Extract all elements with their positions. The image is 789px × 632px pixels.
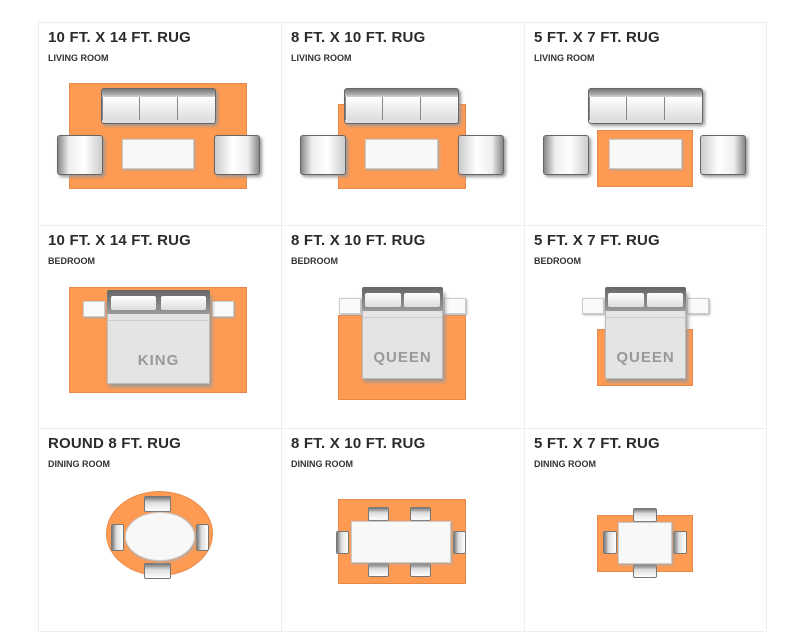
nightstand-illustration	[687, 298, 709, 314]
room-label: LIVING ROOM	[534, 53, 595, 63]
sofa-illustration	[344, 88, 459, 124]
armchair-illustration	[214, 135, 260, 175]
room-label: BEDROOM	[534, 256, 581, 266]
dining-chair-illustration	[603, 531, 617, 554]
table-illustration	[365, 139, 438, 169]
armchair-illustration	[458, 135, 504, 175]
rug-size-title: 8 FT. X 10 FT. RUG	[291, 435, 426, 452]
table-illustration	[609, 139, 682, 169]
armchair-illustration	[700, 135, 746, 175]
dining-chair-illustration	[368, 507, 389, 521]
rug-size-title: 8 FT. X 10 FT. RUG	[291, 29, 426, 46]
bed-illustration: QUEEN	[605, 287, 686, 379]
room-label: DINING ROOM	[534, 459, 596, 469]
room-label: DINING ROOM	[291, 459, 353, 469]
table-illustration	[351, 521, 451, 563]
dining-chair-illustration	[144, 563, 171, 579]
dining-chair-illustration	[144, 496, 171, 512]
rug-size-title: 5 FT. X 7 FT. RUG	[534, 29, 660, 46]
room-label: LIVING ROOM	[48, 53, 109, 63]
dining-chair-illustration	[673, 531, 687, 554]
armchair-illustration	[57, 135, 103, 175]
sofa-illustration	[101, 88, 216, 124]
room-label: LIVING ROOM	[291, 53, 352, 63]
rug-size-title: 10 FT. X 14 FT. RUG	[48, 232, 192, 249]
dining-chair-illustration	[196, 524, 209, 551]
rug-size-title: 8 FT. X 10 FT. RUG	[291, 232, 426, 249]
room-label: DINING ROOM	[48, 459, 110, 469]
bed-size-label: QUEEN	[616, 349, 675, 366]
dining-chair-illustration	[336, 531, 349, 554]
rug-guide-cell: 8 FT. X 10 FT. RUG BEDROOM QUEEN	[281, 226, 524, 429]
nightstand-illustration	[83, 301, 105, 317]
nightstand-illustration	[212, 301, 234, 317]
armchair-illustration	[543, 135, 589, 175]
table-illustration	[122, 139, 194, 169]
sofa-illustration	[588, 88, 703, 124]
bed-size-label: QUEEN	[373, 349, 432, 366]
room-label: BEDROOM	[48, 256, 95, 266]
dining-chair-illustration	[111, 524, 124, 551]
rug-size-title: ROUND 8 FT. RUG	[48, 435, 182, 452]
nightstand-illustration	[444, 298, 466, 314]
dining-chair-illustration	[410, 507, 431, 521]
rug-guide-cell: 8 FT. X 10 FT. RUG LIVING ROOM	[281, 23, 524, 226]
bed-size-label: KING	[137, 352, 180, 369]
nightstand-illustration	[582, 298, 604, 314]
rug-size-title: 10 FT. X 14 FT. RUG	[48, 29, 192, 46]
nightstand-illustration	[339, 298, 361, 314]
dining-chair-illustration	[368, 563, 389, 577]
rug-guide-cell: 10 FT. X 14 FT. RUG BEDROOM KING	[38, 226, 281, 429]
dining-chair-illustration	[410, 563, 431, 577]
rug-guide-cell: ROUND 8 FT. RUG DINING ROOM	[38, 429, 281, 632]
bed-illustration: KING	[107, 290, 210, 384]
table-illustration	[125, 512, 195, 561]
rug-guide-cell: 10 FT. X 14 FT. RUG LIVING ROOM	[38, 23, 281, 226]
bed-illustration: QUEEN	[362, 287, 443, 379]
rug-size-title: 5 FT. X 7 FT. RUG	[534, 435, 660, 452]
rug-guide-cell: 5 FT. X 7 FT. RUG DINING ROOM	[524, 429, 767, 632]
rug-guide-cell: 8 FT. X 10 FT. RUG DINING ROOM	[281, 429, 524, 632]
room-label: BEDROOM	[291, 256, 338, 266]
rug-guide-cell: 5 FT. X 7 FT. RUG BEDROOM QUEEN	[524, 226, 767, 429]
dining-chair-illustration	[633, 564, 657, 578]
table-illustration	[618, 522, 672, 564]
dining-chair-illustration	[633, 508, 657, 522]
dining-chair-illustration	[453, 531, 466, 554]
rug-size-title: 5 FT. X 7 FT. RUG	[534, 232, 660, 249]
armchair-illustration	[300, 135, 346, 175]
rug-guide-cell: 5 FT. X 7 FT. RUG LIVING ROOM	[524, 23, 767, 226]
